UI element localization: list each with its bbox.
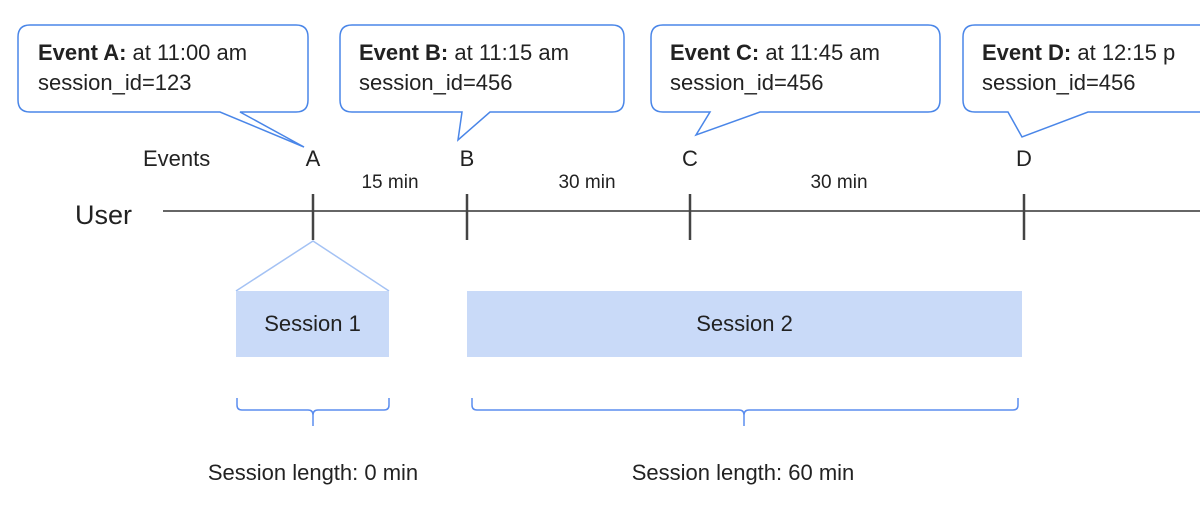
event-b-title: Event B: <box>359 40 449 65</box>
callout-text-b: Event B: at 11:15 am session_id=456 <box>359 38 569 98</box>
session-1-box: Session 1 <box>236 291 389 357</box>
event-a-title: Event A: <box>38 40 127 65</box>
callout-bubble-c <box>650 24 941 137</box>
event-d-title: Event D: <box>982 40 1072 65</box>
session-1-brace <box>236 398 390 426</box>
event-letter-a: A <box>305 146 321 171</box>
interval-label-ab: 15 min <box>361 172 419 193</box>
event-c-time: at 11:45 am <box>759 40 880 65</box>
event-d-time: at 12:15 p <box>1071 40 1176 65</box>
event-letter-c: C <box>682 146 698 171</box>
callout-text-c: Event C: at 11:45 am session_id=456 <box>670 38 880 98</box>
callout-bubble-b <box>339 24 625 142</box>
session-1-length: Session length: 0 min <box>207 460 419 485</box>
session-2-label: Session 2 <box>696 311 793 336</box>
session-2-brace <box>471 398 1019 426</box>
event-a-time: at 11:00 am <box>126 40 248 65</box>
session-1-connector <box>235 240 390 292</box>
interval-label-bc: 30 min <box>558 172 616 193</box>
event-b-time: at 11:15 am <box>448 40 569 65</box>
callout-text-a: Event A: at 11:00 am session_id=123 <box>38 38 247 98</box>
event-letter-b: B <box>459 146 475 171</box>
event-c-title: Event C: <box>670 40 760 65</box>
event-c-session: session_id=456 <box>670 70 824 95</box>
callout-bubble-a <box>17 24 309 148</box>
event-letter-d: D <box>1016 146 1032 171</box>
session-2-length: Session length: 60 min <box>631 460 855 485</box>
events-row-label: Events <box>143 146 211 171</box>
session-1-label: Session 1 <box>264 311 361 336</box>
event-d-session: session_id=456 <box>982 70 1136 95</box>
session-2-box: Session 2 <box>467 291 1022 357</box>
callout-text-d: Event D: at 12:15 p session_id=456 <box>982 38 1175 98</box>
event-a-session: session_id=123 <box>38 70 192 95</box>
interval-label-cd: 30 min <box>810 172 868 193</box>
user-row-label: User <box>75 200 133 230</box>
callout-bubble-d <box>962 24 1200 138</box>
event-b-session: session_id=456 <box>359 70 513 95</box>
